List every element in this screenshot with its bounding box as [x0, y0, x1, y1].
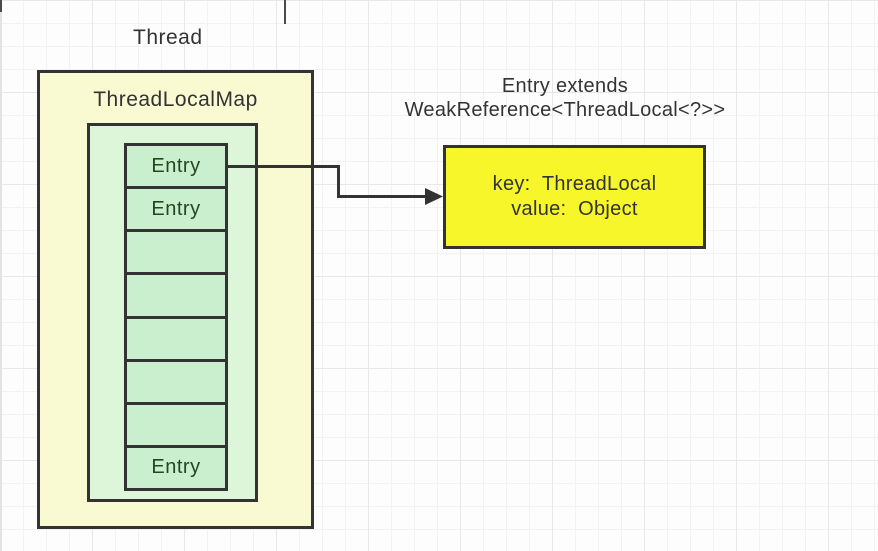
entry-cell: Entry [124, 143, 228, 190]
entry-cell: Entry [124, 186, 228, 233]
entry-cell [124, 358, 228, 405]
entry-cell [124, 315, 228, 362]
thread-label: Thread [133, 26, 203, 49]
threadlocalmap-title: ThreadLocalMap [93, 88, 258, 111]
screenshot-artifact-tick [284, 0, 286, 24]
entry-stack: Entry Entry Entry [124, 143, 228, 491]
entry-cell: Entry [124, 444, 228, 491]
entry-detail-box: key: ThreadLocal value: Object [443, 145, 706, 249]
entry-note-line1: Entry extends [501, 75, 629, 97]
entry-note-line2: WeakReference<ThreadLocal<?>> [404, 99, 726, 121]
entry-cell [124, 401, 228, 448]
screenshot-edge-line [0, 0, 2, 551]
entry-note: Entry extends WeakReference<ThreadLocal<… [385, 74, 745, 122]
entry-cell [124, 229, 228, 276]
entry-key-line: key: ThreadLocal [492, 173, 657, 195]
entry-value-line: value: Object [511, 198, 638, 220]
entry-cell [124, 272, 228, 319]
screenshot-artifact-tick [0, 0, 2, 12]
